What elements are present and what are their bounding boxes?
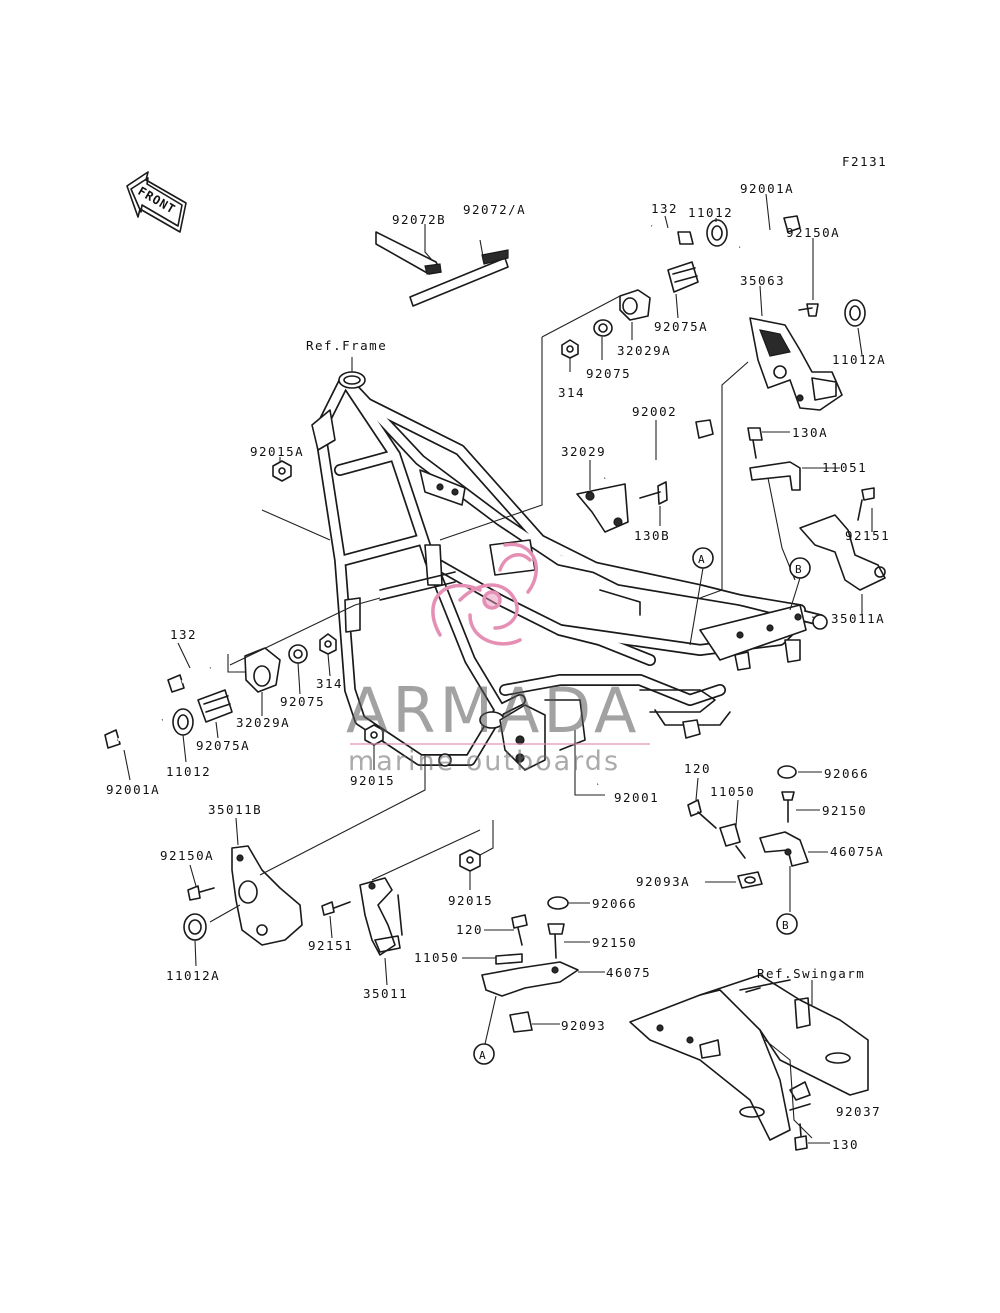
label-92075a-top: 92075A <box>654 319 708 334</box>
watermark-title: ARMADA <box>346 674 640 747</box>
label-92072b: 92072B <box>392 212 446 227</box>
label-92151-right: 92151 <box>845 528 890 543</box>
right-footrest-bracket <box>749 238 866 411</box>
label-92001a-left: 92001A <box>106 782 160 797</box>
label-92066-right: 92066 <box>824 766 869 781</box>
label-92015-bottom: 92015 <box>448 893 493 908</box>
passenger-bracket-right <box>799 487 886 614</box>
label-11050-right: 11050 <box>710 784 755 799</box>
ref-frame-label: Ref.Frame <box>306 338 387 353</box>
svg-text:A: A <box>479 1049 486 1062</box>
label-32029a-top: 32029A <box>617 343 671 358</box>
label-46075a: 46075A <box>830 844 884 859</box>
label-132-top: 132 <box>651 201 678 216</box>
label-92001a-top: 92001A <box>740 181 794 196</box>
label-11012-left: 11012 <box>166 764 211 779</box>
svg-text:B: B <box>795 563 802 576</box>
label-92150a-top: 92150A <box>786 225 840 240</box>
nut-92015-bottom <box>459 820 494 890</box>
label-92066-mid: 92066 <box>592 896 637 911</box>
bolt-92001 <box>574 719 701 796</box>
label-92075a-left: 92075A <box>196 738 250 753</box>
label-35011b: 35011B <box>208 802 262 817</box>
rear-mount-bolt <box>576 419 840 581</box>
label-314-top: 314 <box>558 385 585 400</box>
label-92015a: 92015A <box>250 444 304 459</box>
label-92151-left: 92151 <box>308 938 353 953</box>
left-mount-hardware <box>104 597 381 781</box>
label-92075-left: 92075 <box>280 694 325 709</box>
label-32029: 32029 <box>561 444 606 459</box>
watermark: ARMADA marine outboards <box>346 542 650 777</box>
label-120-right: 120 <box>684 761 711 776</box>
label-92072a: 92072/A <box>463 202 526 217</box>
label-120-mid: 120 <box>456 922 483 937</box>
nut-92015a <box>261 457 331 541</box>
label-46075: 46075 <box>606 965 651 980</box>
label-92150a-left: 92150A <box>160 848 214 863</box>
label-314-left: 314 <box>316 676 343 691</box>
label-92075-top: 92075 <box>586 366 631 381</box>
watermark-logo-icon <box>431 542 538 646</box>
label-92002: 92002 <box>632 404 677 419</box>
label-32029a-left: 32029A <box>236 715 290 730</box>
label-92037: 92037 <box>836 1104 881 1119</box>
main-frame <box>311 371 826 771</box>
label-92093a: 92093A <box>636 874 690 889</box>
front-arrow-icon: FRONT <box>126 171 187 233</box>
label-130b: 130B <box>634 528 670 543</box>
label-11012a-left: 11012A <box>166 968 220 983</box>
svg-text:B: B <box>782 919 789 932</box>
callout-a-lower: A <box>473 1043 495 1065</box>
label-11051: 11051 <box>822 460 867 475</box>
swingarm <box>629 974 869 1151</box>
callout-b-upper: B <box>789 557 811 611</box>
label-130: 130 <box>832 1137 859 1152</box>
callout-a-upper: A <box>689 547 714 646</box>
label-132-left: 132 <box>170 627 197 642</box>
label-35063: 35063 <box>740 273 785 288</box>
right-footpeg-hardware <box>687 765 828 912</box>
nut-92015-mid <box>364 724 384 770</box>
ref-swingarm-label: Ref.Swingarm <box>757 966 865 981</box>
label-11012a-right: 11012A <box>832 352 886 367</box>
seat-strip-parts <box>375 224 509 307</box>
callout-b-lower: B <box>776 913 798 935</box>
watermark-subtitle: marine outboards <box>348 746 620 777</box>
label-130a: 130A <box>792 425 828 440</box>
label-92015-mid: 92015 <box>350 773 395 788</box>
svg-text:A: A <box>698 553 705 566</box>
passenger-bracket-left <box>321 829 481 986</box>
figure-code: F2131 <box>842 154 887 169</box>
label-92001: 92001 <box>614 790 659 805</box>
label-35011: 35011 <box>363 986 408 1001</box>
label-92093: 92093 <box>561 1018 606 1033</box>
left-footpeg-hardware <box>462 896 605 1045</box>
left-footrest-bracket <box>183 755 426 967</box>
label-35011a: 35011A <box>831 611 885 626</box>
top-mount-hardware <box>561 193 801 372</box>
label-92150-mid: 92150 <box>592 935 637 950</box>
label-92150-right: 92150 <box>822 803 867 818</box>
label-11050-mid: 11050 <box>414 950 459 965</box>
label-11012-top: 11012 <box>688 205 733 220</box>
